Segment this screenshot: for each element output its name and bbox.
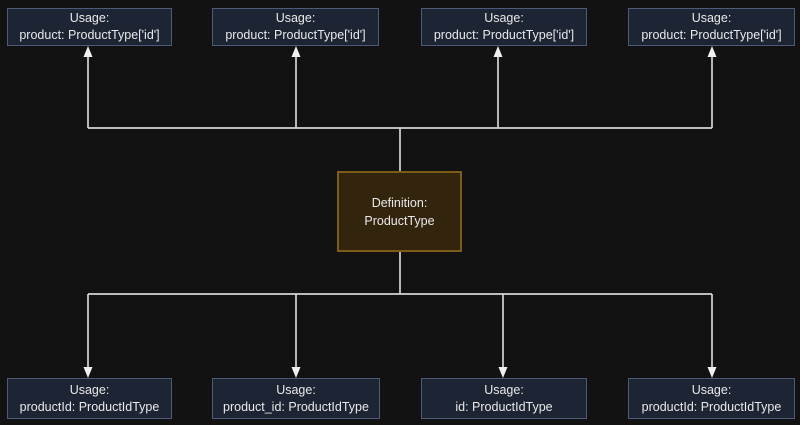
usage-node-top-4[interactable]: Usage: product: ProductType['id'] [628,8,795,46]
arrowhead-up-icon [493,46,503,57]
usage-node-bottom-4[interactable]: Usage: productId: ProductIdType [628,378,795,419]
usage-node-detail: productId: ProductIdType [19,399,160,414]
usage-node-bottom-2[interactable]: Usage: product_id: ProductIdType [212,378,380,419]
definition-node-type: ProductType [364,213,435,228]
usage-node-title: Usage: [691,11,732,25]
usage-node-title: Usage: [484,11,524,25]
usage-node-title: Usage: [276,382,316,397]
usage-node-detail: product: ProductType['id'] [225,28,366,42]
definition-node[interactable]: Definition: ProductType [337,171,462,252]
usage-node-top-2[interactable]: Usage: product: ProductType['id'] [212,8,379,46]
arrowhead-down-icon [291,367,301,378]
usage-node-detail: productId: ProductIdType [641,399,782,414]
usage-node-detail: id: ProductIdType [455,399,553,414]
usage-node-title: Usage: [69,11,110,25]
arrowhead-up-icon [291,46,301,57]
usage-node-detail: product: ProductType['id'] [19,28,160,42]
arrowhead-down-icon [498,367,508,378]
usage-node-bottom-3[interactable]: Usage: id: ProductIdType [421,378,587,419]
arrowhead-up-icon [707,46,717,57]
usage-node-bottom-1[interactable]: Usage: productId: ProductIdType [7,378,172,419]
arrowhead-down-icon [83,367,93,378]
usage-node-top-1[interactable]: Usage: product: ProductType['id'] [7,8,172,46]
bottom-connector-group [83,252,717,378]
usage-node-title: Usage: [691,382,732,397]
usage-node-title: Usage: [275,11,316,25]
arrowhead-down-icon [707,367,717,378]
usage-node-detail: product: ProductType['id'] [641,28,782,42]
definition-node-title: Definition: [371,195,428,210]
top-connector-group [83,46,717,171]
usage-node-detail: product: ProductType['id'] [433,28,575,42]
usage-node-title: Usage: [69,382,110,397]
usage-node-detail: product_id: ProductIdType [223,399,369,414]
usage-node-title: Usage: [484,382,524,397]
arrowhead-up-icon [83,46,93,57]
usage-node-top-3[interactable]: Usage: product: ProductType['id'] [421,8,587,46]
